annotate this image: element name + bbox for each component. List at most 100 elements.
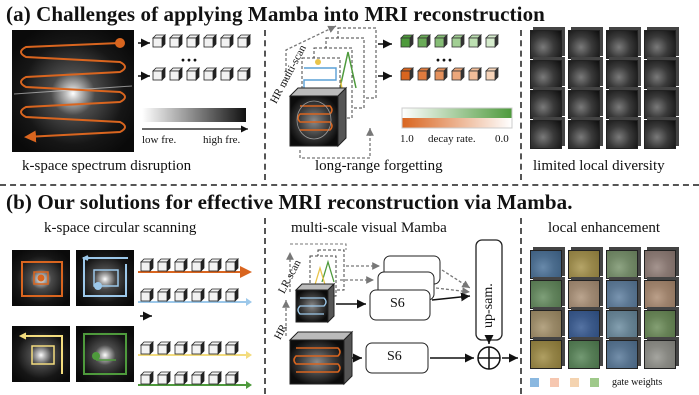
section-b-title: (b) Our solutions for effective MRI reco… bbox=[6, 190, 573, 214]
token-cube bbox=[225, 288, 239, 302]
token-cube bbox=[174, 371, 188, 385]
divider-b-2 bbox=[520, 218, 522, 394]
caption-multiscale-mamba: multi-scale visual Mamba bbox=[291, 220, 447, 236]
token-cube bbox=[191, 258, 205, 272]
token-cube bbox=[174, 288, 188, 302]
mri-patch bbox=[606, 60, 638, 89]
label-low-freq: low fre. bbox=[142, 134, 177, 146]
mri-patch bbox=[644, 310, 676, 339]
token-cube bbox=[191, 288, 205, 302]
mri-patch bbox=[568, 90, 600, 119]
token-cube bbox=[157, 341, 171, 355]
token-cube bbox=[203, 67, 217, 81]
token-cube bbox=[417, 67, 431, 81]
section-a-title: (a) Challenges of applying Mamba into MR… bbox=[6, 2, 545, 26]
token-cube bbox=[468, 34, 482, 48]
token-cube bbox=[191, 371, 205, 385]
gate-swatch-green bbox=[590, 378, 599, 387]
token-cube bbox=[140, 341, 154, 355]
token-cube bbox=[220, 34, 234, 48]
token-cube bbox=[237, 67, 251, 81]
mri-patch bbox=[530, 310, 562, 339]
token-cube bbox=[434, 67, 448, 81]
mri-patch bbox=[568, 340, 600, 369]
upsample-label: up-sam. bbox=[481, 283, 496, 328]
gate-swatch-peach bbox=[570, 378, 579, 387]
divider-a-2 bbox=[520, 30, 522, 180]
token-cube bbox=[208, 371, 222, 385]
decay-rate-label: decay rate. bbox=[428, 133, 476, 145]
token-cube bbox=[157, 288, 171, 302]
token-cube bbox=[174, 258, 188, 272]
token-cube bbox=[485, 67, 499, 81]
token-cube bbox=[140, 371, 154, 385]
label-high-freq: high fre. bbox=[203, 134, 241, 146]
token-cube bbox=[451, 34, 465, 48]
token-cube bbox=[225, 371, 239, 385]
divider-a-1 bbox=[264, 30, 266, 180]
mri-patch bbox=[530, 250, 562, 279]
gate-weights-label: gate weights bbox=[612, 377, 663, 388]
mri-patch bbox=[568, 250, 600, 279]
token-cube bbox=[220, 67, 234, 81]
mri-patch bbox=[530, 30, 562, 59]
token-cube bbox=[225, 341, 239, 355]
mri-patch bbox=[530, 340, 562, 369]
multiscale-mamba-diagram bbox=[282, 239, 518, 386]
gate-swatch-blue bbox=[530, 378, 539, 387]
mri-patch bbox=[530, 90, 562, 119]
mri-patch bbox=[644, 250, 676, 279]
token-cube bbox=[152, 34, 166, 48]
mri-patch bbox=[644, 280, 676, 309]
mri-patch bbox=[606, 340, 638, 369]
token-cube bbox=[186, 67, 200, 81]
token-cube bbox=[225, 258, 239, 272]
ellipsis-left: ··· bbox=[180, 50, 199, 70]
mri-patch bbox=[606, 280, 638, 309]
mri-patch bbox=[606, 30, 638, 59]
token-cube bbox=[451, 67, 465, 81]
multiscan-stack bbox=[288, 27, 377, 148]
caption-long-range-forgetting: long-range forgetting bbox=[315, 158, 443, 174]
mri-patch bbox=[530, 280, 562, 309]
mri-patch bbox=[530, 120, 562, 149]
mri-patch bbox=[606, 250, 638, 279]
mri-patch bbox=[606, 120, 638, 149]
mri-patch bbox=[568, 120, 600, 149]
kspace-spectrum-image bbox=[12, 30, 134, 152]
token-cube bbox=[157, 371, 171, 385]
token-cube bbox=[208, 341, 222, 355]
s6-box-label-lr: S6 bbox=[390, 296, 405, 311]
mri-patch bbox=[568, 60, 600, 89]
caption-kspace-disruption: k-space spectrum disruption bbox=[22, 158, 192, 174]
token-cube bbox=[174, 341, 188, 355]
caption-circular-scanning: k-space circular scanning bbox=[44, 220, 197, 236]
s6-box-label-hr: S6 bbox=[387, 349, 402, 364]
token-cube bbox=[237, 34, 251, 48]
mri-patch bbox=[606, 90, 638, 119]
mri-patch bbox=[644, 30, 676, 59]
mri-patch bbox=[568, 310, 600, 339]
token-cube bbox=[417, 34, 431, 48]
caption-local-enhancement: local enhancement bbox=[548, 220, 661, 236]
token-cube bbox=[208, 258, 222, 272]
token-cube bbox=[157, 258, 171, 272]
token-cube bbox=[140, 288, 154, 302]
circular-scan-panels bbox=[12, 250, 134, 382]
mri-patch bbox=[644, 90, 676, 119]
mri-patch bbox=[644, 340, 676, 369]
mri-patch bbox=[606, 310, 638, 339]
token-cube bbox=[169, 34, 183, 48]
token-cube bbox=[186, 34, 200, 48]
ellipsis-right: ··· bbox=[435, 50, 454, 70]
divider-horizontal bbox=[0, 184, 699, 186]
mri-patch bbox=[568, 30, 600, 59]
divider-b-1 bbox=[264, 218, 266, 394]
token-cube bbox=[191, 341, 205, 355]
mri-patch bbox=[644, 60, 676, 89]
token-cube bbox=[400, 67, 414, 81]
token-cube bbox=[485, 34, 499, 48]
token-cube bbox=[203, 34, 217, 48]
token-cube bbox=[434, 34, 448, 48]
